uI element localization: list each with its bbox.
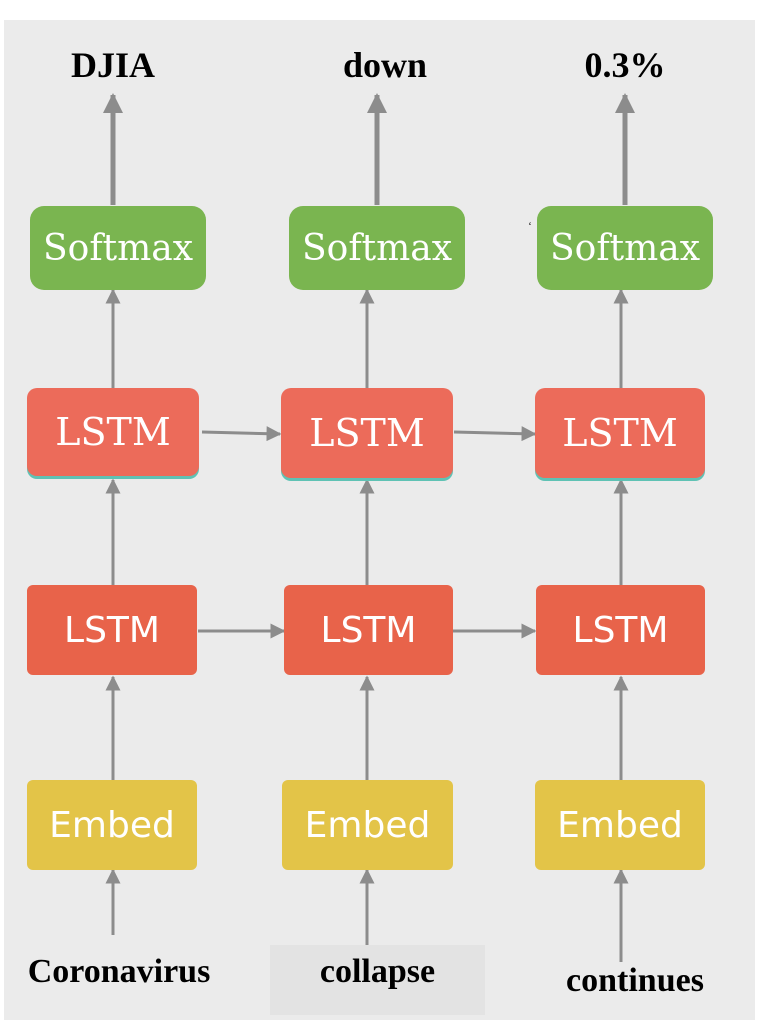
lstm-top-box-1: LSTM <box>27 388 199 476</box>
output-label-percent: 0.3% <box>584 45 666 85</box>
arrow-lstm2-1-to-2 <box>201 426 282 442</box>
input-word-collapse: collapse <box>319 953 436 990</box>
input-word-coronavirus: Coronavirus <box>27 953 211 990</box>
input-word-highlight <box>270 945 485 1015</box>
lstm-bottom-box-3: LSTM <box>536 585 705 675</box>
lstm-top-box-2: LSTM <box>281 388 453 478</box>
output-label-down: down <box>342 45 428 85</box>
lstm-bottom-box-2: LSTM <box>284 585 453 675</box>
output-label-djia: DJIA <box>70 45 155 85</box>
embed-box-1: Embed <box>27 780 197 870</box>
stray-mark: ʻ <box>528 219 532 233</box>
embed-box-3: Embed <box>535 780 705 870</box>
softmax-box-3: Softmax <box>537 206 713 290</box>
arrow-lstm2-2-to-3 <box>453 426 537 442</box>
input-word-continues: continues <box>566 962 704 999</box>
lstm-bottom-box-1: LSTM <box>27 585 197 675</box>
softmax-box-2: Softmax <box>289 206 465 290</box>
embed-box-2: Embed <box>282 780 453 870</box>
softmax-box-1: Softmax <box>30 206 206 290</box>
lstm-top-box-3: LSTM <box>535 388 705 478</box>
